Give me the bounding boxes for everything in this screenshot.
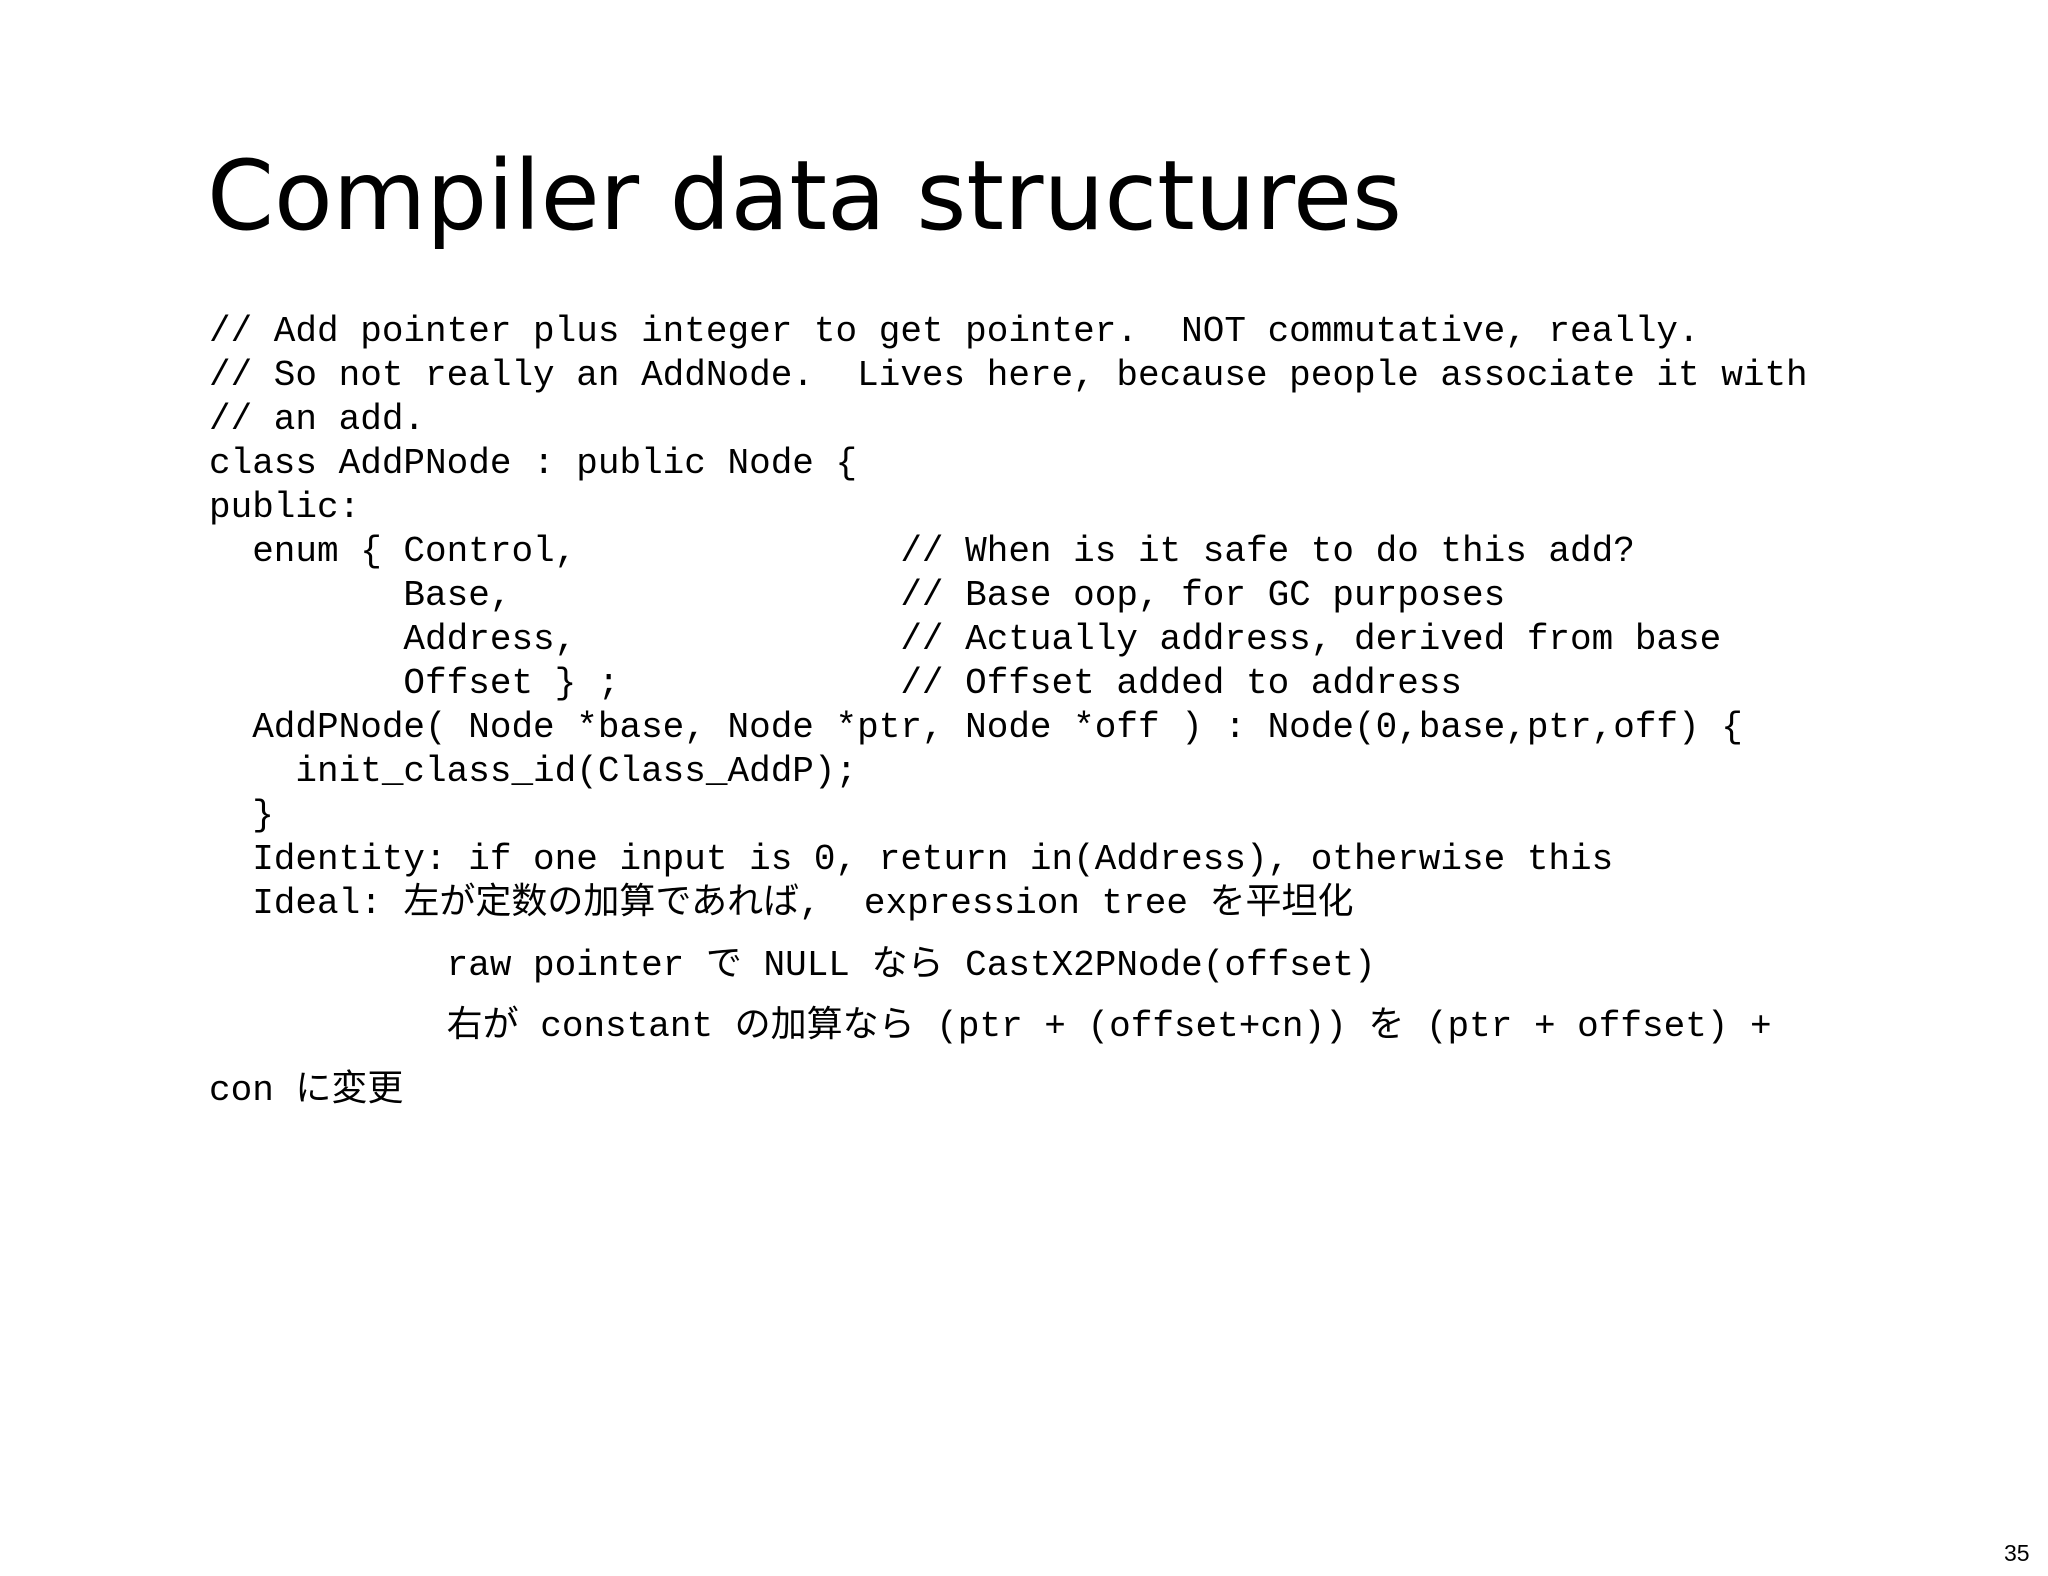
code-access-specifier: public: xyxy=(209,487,361,528)
code-comment-line: // So not really an AddNode. Lives here,… xyxy=(209,355,1808,396)
ideal-detail-line: 右が constant の加算なら (ptr + (offset+cn)) を … xyxy=(209,1006,1772,1047)
code-comment-line: // an add. xyxy=(209,399,426,440)
code-constructor-body: init_class_id(Class_AddP); xyxy=(209,751,858,792)
code-enum-line: enum { Control, // When is it safe to do… xyxy=(209,531,1635,572)
code-class-declaration: class AddPNode : public Node { xyxy=(209,443,858,484)
code-comment-line: // Add pointer plus integer to get point… xyxy=(209,311,1700,352)
code-constructor-line: AddPNode( Node *base, Node *ptr, Node *o… xyxy=(209,707,1743,748)
identity-description: Identity: if one input is 0, return in(A… xyxy=(209,839,1614,880)
code-enum-line: Offset } ; // Offset added to address xyxy=(209,663,1463,704)
ideal-detail-line: raw pointer で NULL なら CastX2PNode(offset… xyxy=(209,945,1376,986)
code-enum-line: Base, // Base oop, for GC purposes xyxy=(209,575,1506,616)
ideal-description: Ideal: 左が定数の加算であれば, expression tree を平坦化 xyxy=(209,883,1354,924)
page-number: 35 xyxy=(2004,1540,2030,1566)
ideal-detail-continuation: con に変更 xyxy=(209,1070,404,1111)
code-closing-brace: } xyxy=(209,795,274,836)
slide-title: Compiler data structures xyxy=(207,140,1403,252)
code-enum-line: Address, // Actually address, derived fr… xyxy=(209,619,1722,660)
